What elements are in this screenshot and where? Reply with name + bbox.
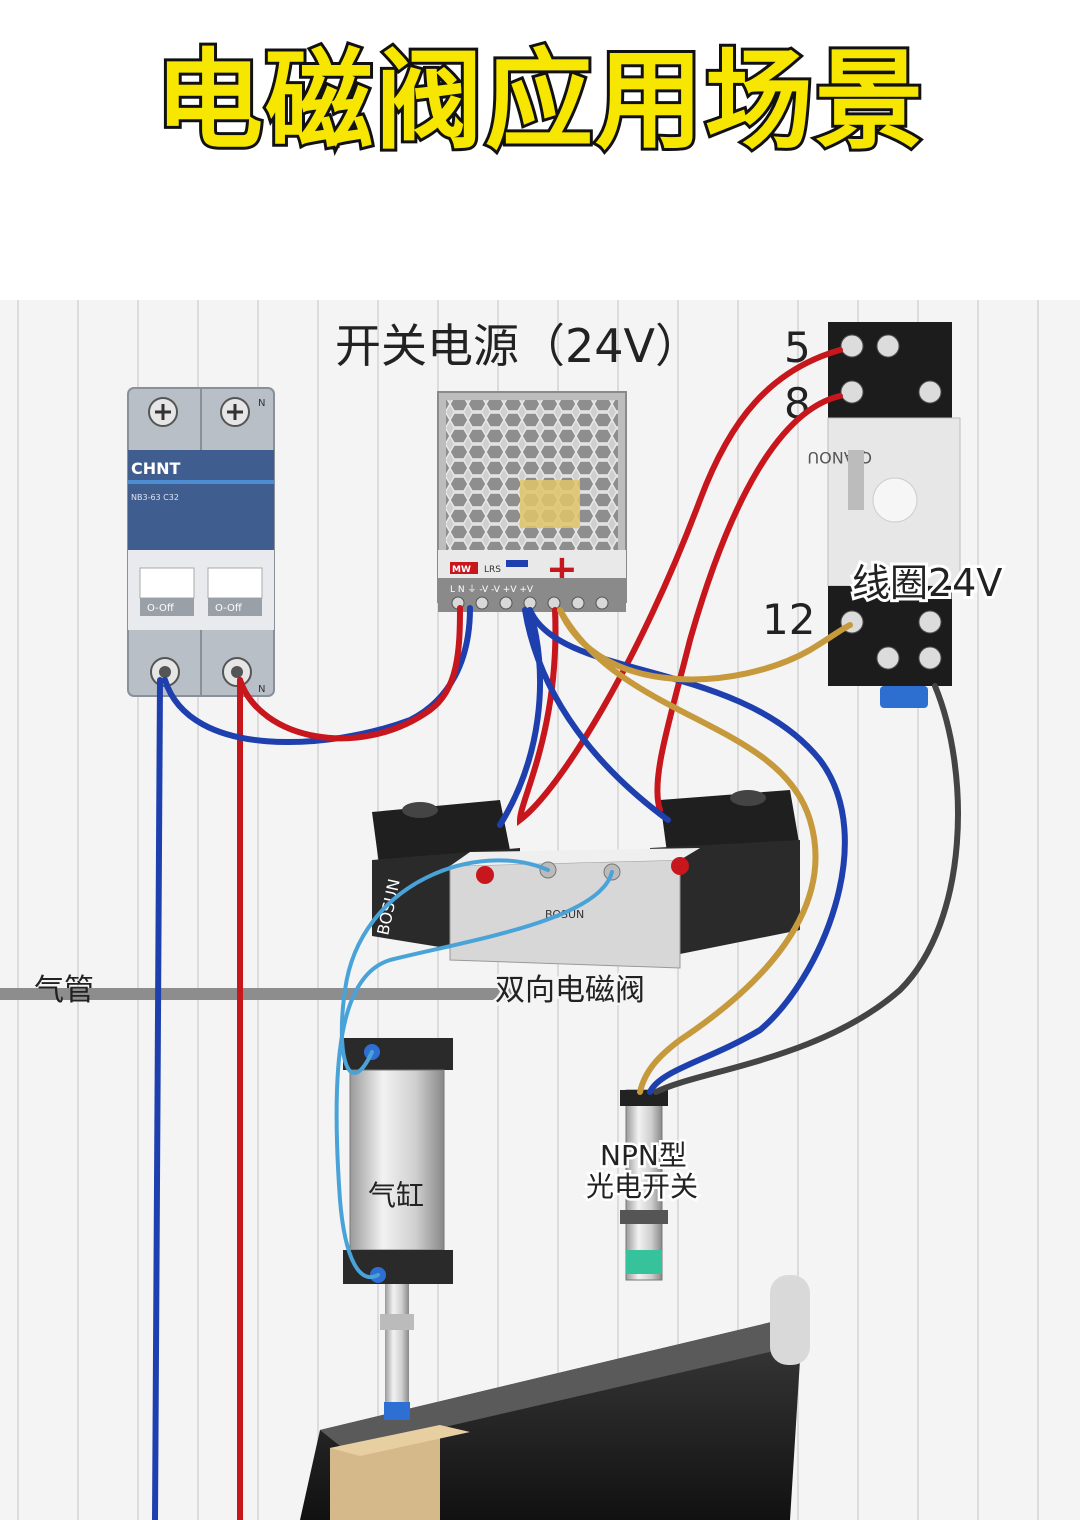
breaker-n-bottom: N [258, 684, 265, 695]
npn-photoelectric-sensor [620, 1089, 668, 1281]
screw-icon [876, 646, 900, 670]
wire-black-relay-sensor [653, 683, 961, 1095]
screw-icon [918, 646, 942, 670]
wire-red-psu-relay5 [516, 347, 843, 827]
relay-pin-12-label: 12 [762, 595, 815, 644]
breaker-model: NB3-63 C32 [131, 493, 179, 502]
breaker-brand: CHNT [131, 459, 181, 478]
screw-icon [840, 334, 864, 358]
breaker-off-left: O-Off [147, 603, 175, 614]
cylinder-label: 气缸 [368, 1179, 424, 1212]
relay-coil-label: 线圈24V [852, 561, 1002, 605]
air-pipe [0, 988, 520, 1000]
screw-icon [840, 380, 864, 404]
screw-icon [876, 334, 900, 358]
wire-blue-breaker-psu [162, 605, 473, 746]
time-relay: QIANOU [807, 322, 961, 708]
wire-blue-psu-sensor [527, 607, 848, 1095]
cargo-box [330, 1425, 470, 1520]
screw-icon [918, 380, 942, 404]
switching-power-supply: MW LRS − + L N ⏚ -V -V +V +V [437, 391, 627, 612]
solenoid-valve: BOSUN BOSUN [372, 790, 800, 969]
power-supply-label: 开关电源（24V） [335, 319, 701, 373]
wire-red-relay8-valve [654, 393, 843, 813]
valve-label: 双向电磁阀 [495, 973, 645, 1008]
air-cylinder [343, 1038, 453, 1420]
wire-red-breaker-psu [237, 605, 463, 742]
page-title: 电磁阀应用场景 [152, 39, 926, 164]
air-tube-upper [339, 858, 550, 1076]
wiring-diagram: CHNT NB3-63 C32 O-Off O-Off N N MW LRS −… [0, 300, 1080, 1520]
wiring [152, 347, 961, 1520]
air-pipe-label: 气管 [34, 973, 94, 1008]
screw-icon [148, 397, 178, 427]
psu-terminal-labels: L N ⏚ -V -V +V +V [450, 584, 534, 595]
sensor-label-line2: 光电开关 [586, 1170, 698, 1203]
wire-blue-psu-valve-left [497, 607, 543, 828]
breaker-n-top: N [258, 398, 265, 409]
breaker-off-right: O-Off [215, 603, 243, 614]
screw-icon [220, 397, 250, 427]
air-tube-lower [334, 870, 614, 1279]
psu-brand: MW [452, 565, 471, 575]
wire-brown-psu-sensor [557, 607, 819, 1095]
screw-icon [918, 610, 942, 634]
sensor-label-line1: NPN型 [600, 1139, 687, 1172]
circuit-breaker: CHNT NB3-63 C32 O-Off O-Off N N [127, 387, 275, 697]
psu-minus-sign: − [510, 559, 520, 573]
wire-blue-mains [152, 677, 163, 1520]
psu-model: LRS [484, 565, 501, 575]
wire-blue-psu-valve-right [522, 607, 671, 823]
